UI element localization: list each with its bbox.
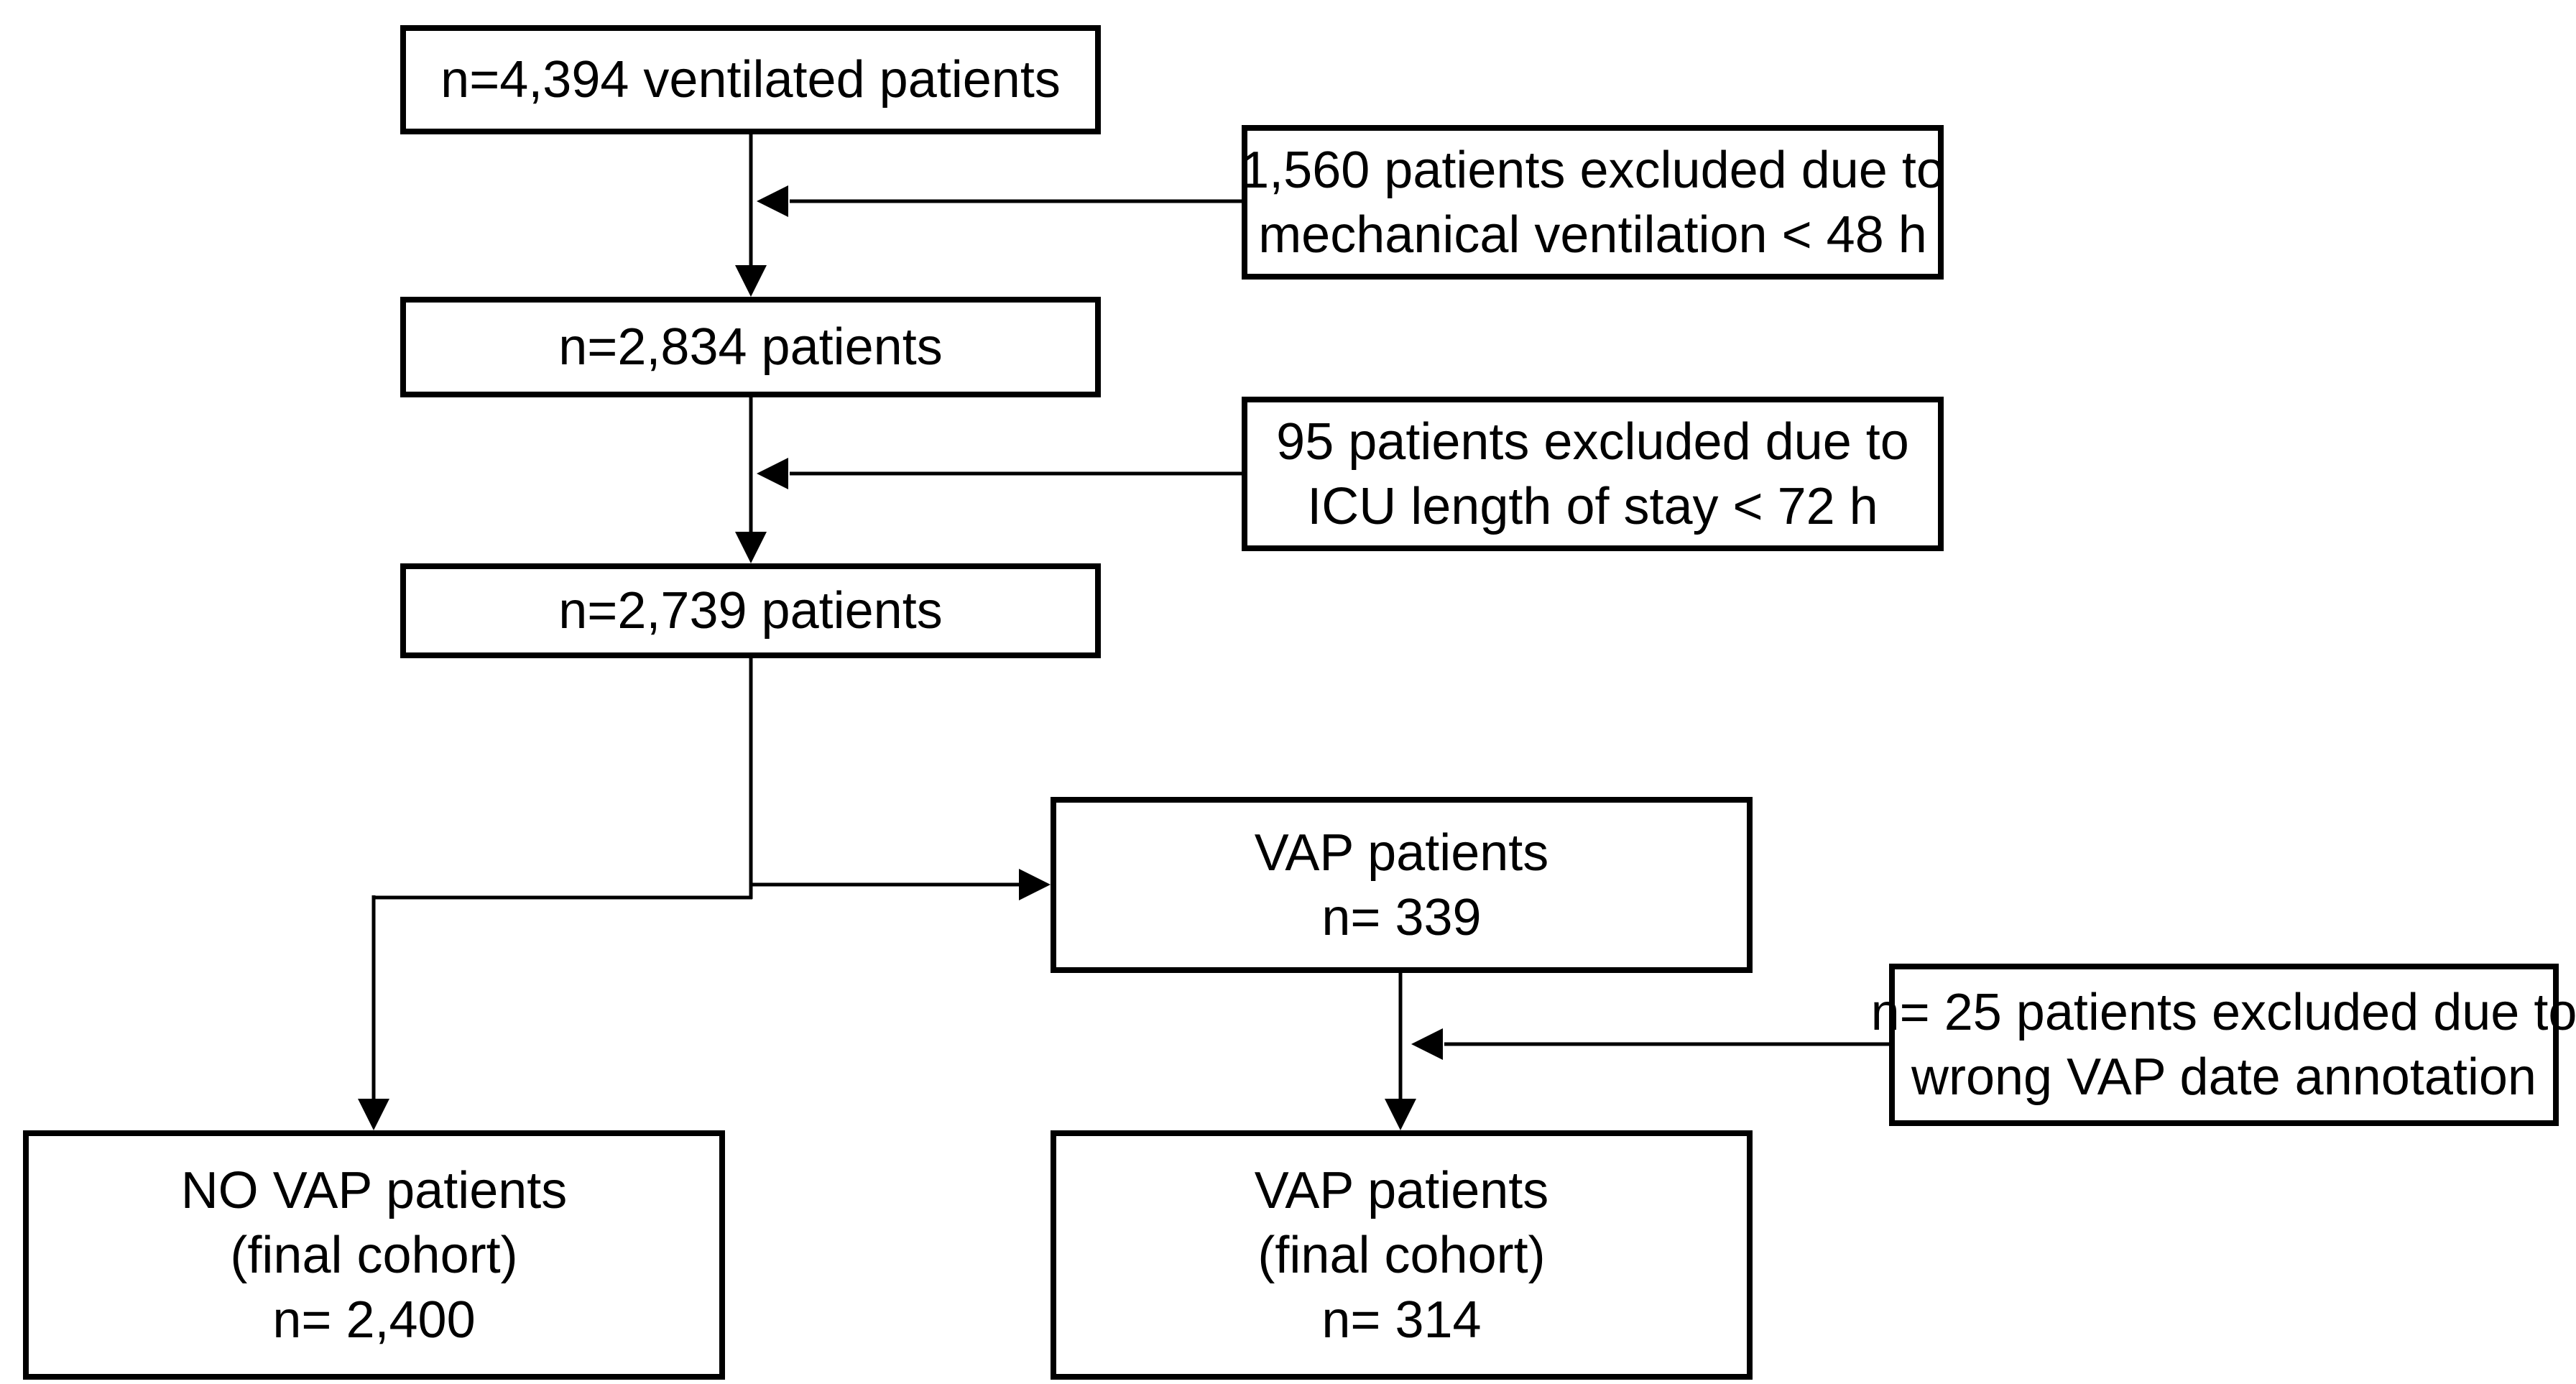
- node-excluded-mechanical-ventilation: 1,560 patients excluded due to mechanica…: [1240, 125, 1945, 280]
- node-after-mv-exclusion: n=2,834 patients: [400, 297, 1101, 397]
- node-text: 1,560 patients excluded due to: [1240, 141, 1945, 199]
- arrowhead-down-vap-final: [1385, 1099, 1416, 1130]
- arrowhead-left-excl-icu: [757, 458, 788, 489]
- node-vap-patients: VAP patients n= 339: [1051, 797, 1753, 973]
- node-text: NO VAP patients: [180, 1161, 568, 1219]
- node-excluded-icu-stay: 95 patients excluded due to ICU length o…: [1242, 397, 1944, 551]
- node-text: n=4,394 ventilated patients: [440, 51, 1061, 109]
- arrowhead-down-after-mv: [735, 265, 767, 297]
- arrowhead-down-after-icu: [735, 532, 767, 563]
- node-no-vap-final-cohort: NO VAP patients (final cohort) n= 2,400: [23, 1130, 725, 1380]
- node-ventilated-patients: n=4,394 ventilated patients: [400, 25, 1101, 134]
- node-vap-final-cohort: VAP patients (final cohort) n= 314: [1051, 1130, 1753, 1380]
- arrowhead-right-vap: [1019, 869, 1051, 900]
- node-text: 95 patients excluded due to: [1276, 412, 1909, 471]
- node-text: ICU length of stay < 72 h: [1307, 477, 1878, 535]
- node-text: VAP patients: [1254, 1161, 1549, 1219]
- arrowhead-left-excl-mv: [757, 185, 788, 217]
- node-text: VAP patients: [1254, 824, 1549, 882]
- arrowhead-down-no-vap-final: [358, 1099, 389, 1130]
- node-text: n= 314: [1321, 1291, 1482, 1349]
- node-text: mechanical ventilation < 48 h: [1258, 206, 1927, 264]
- node-text: n=2,739 patients: [558, 582, 943, 640]
- node-text: (final cohort): [230, 1226, 518, 1284]
- node-text: n= 25 patients excluded due to: [1870, 984, 2576, 1041]
- node-after-icu-exclusion: n=2,739 patients: [400, 563, 1101, 658]
- node-text: n=2,834 patients: [558, 318, 943, 376]
- node-text: n= 339: [1321, 888, 1482, 946]
- node-text: (final cohort): [1257, 1226, 1546, 1284]
- node-text: n= 2,400: [272, 1291, 476, 1349]
- node-text: wrong VAP date annotation: [1911, 1048, 2536, 1106]
- node-excluded-vap-date: n= 25 patients excluded due to wrong VAP…: [1871, 964, 2576, 1126]
- arrowhead-left-excl-vap-date: [1411, 1028, 1443, 1060]
